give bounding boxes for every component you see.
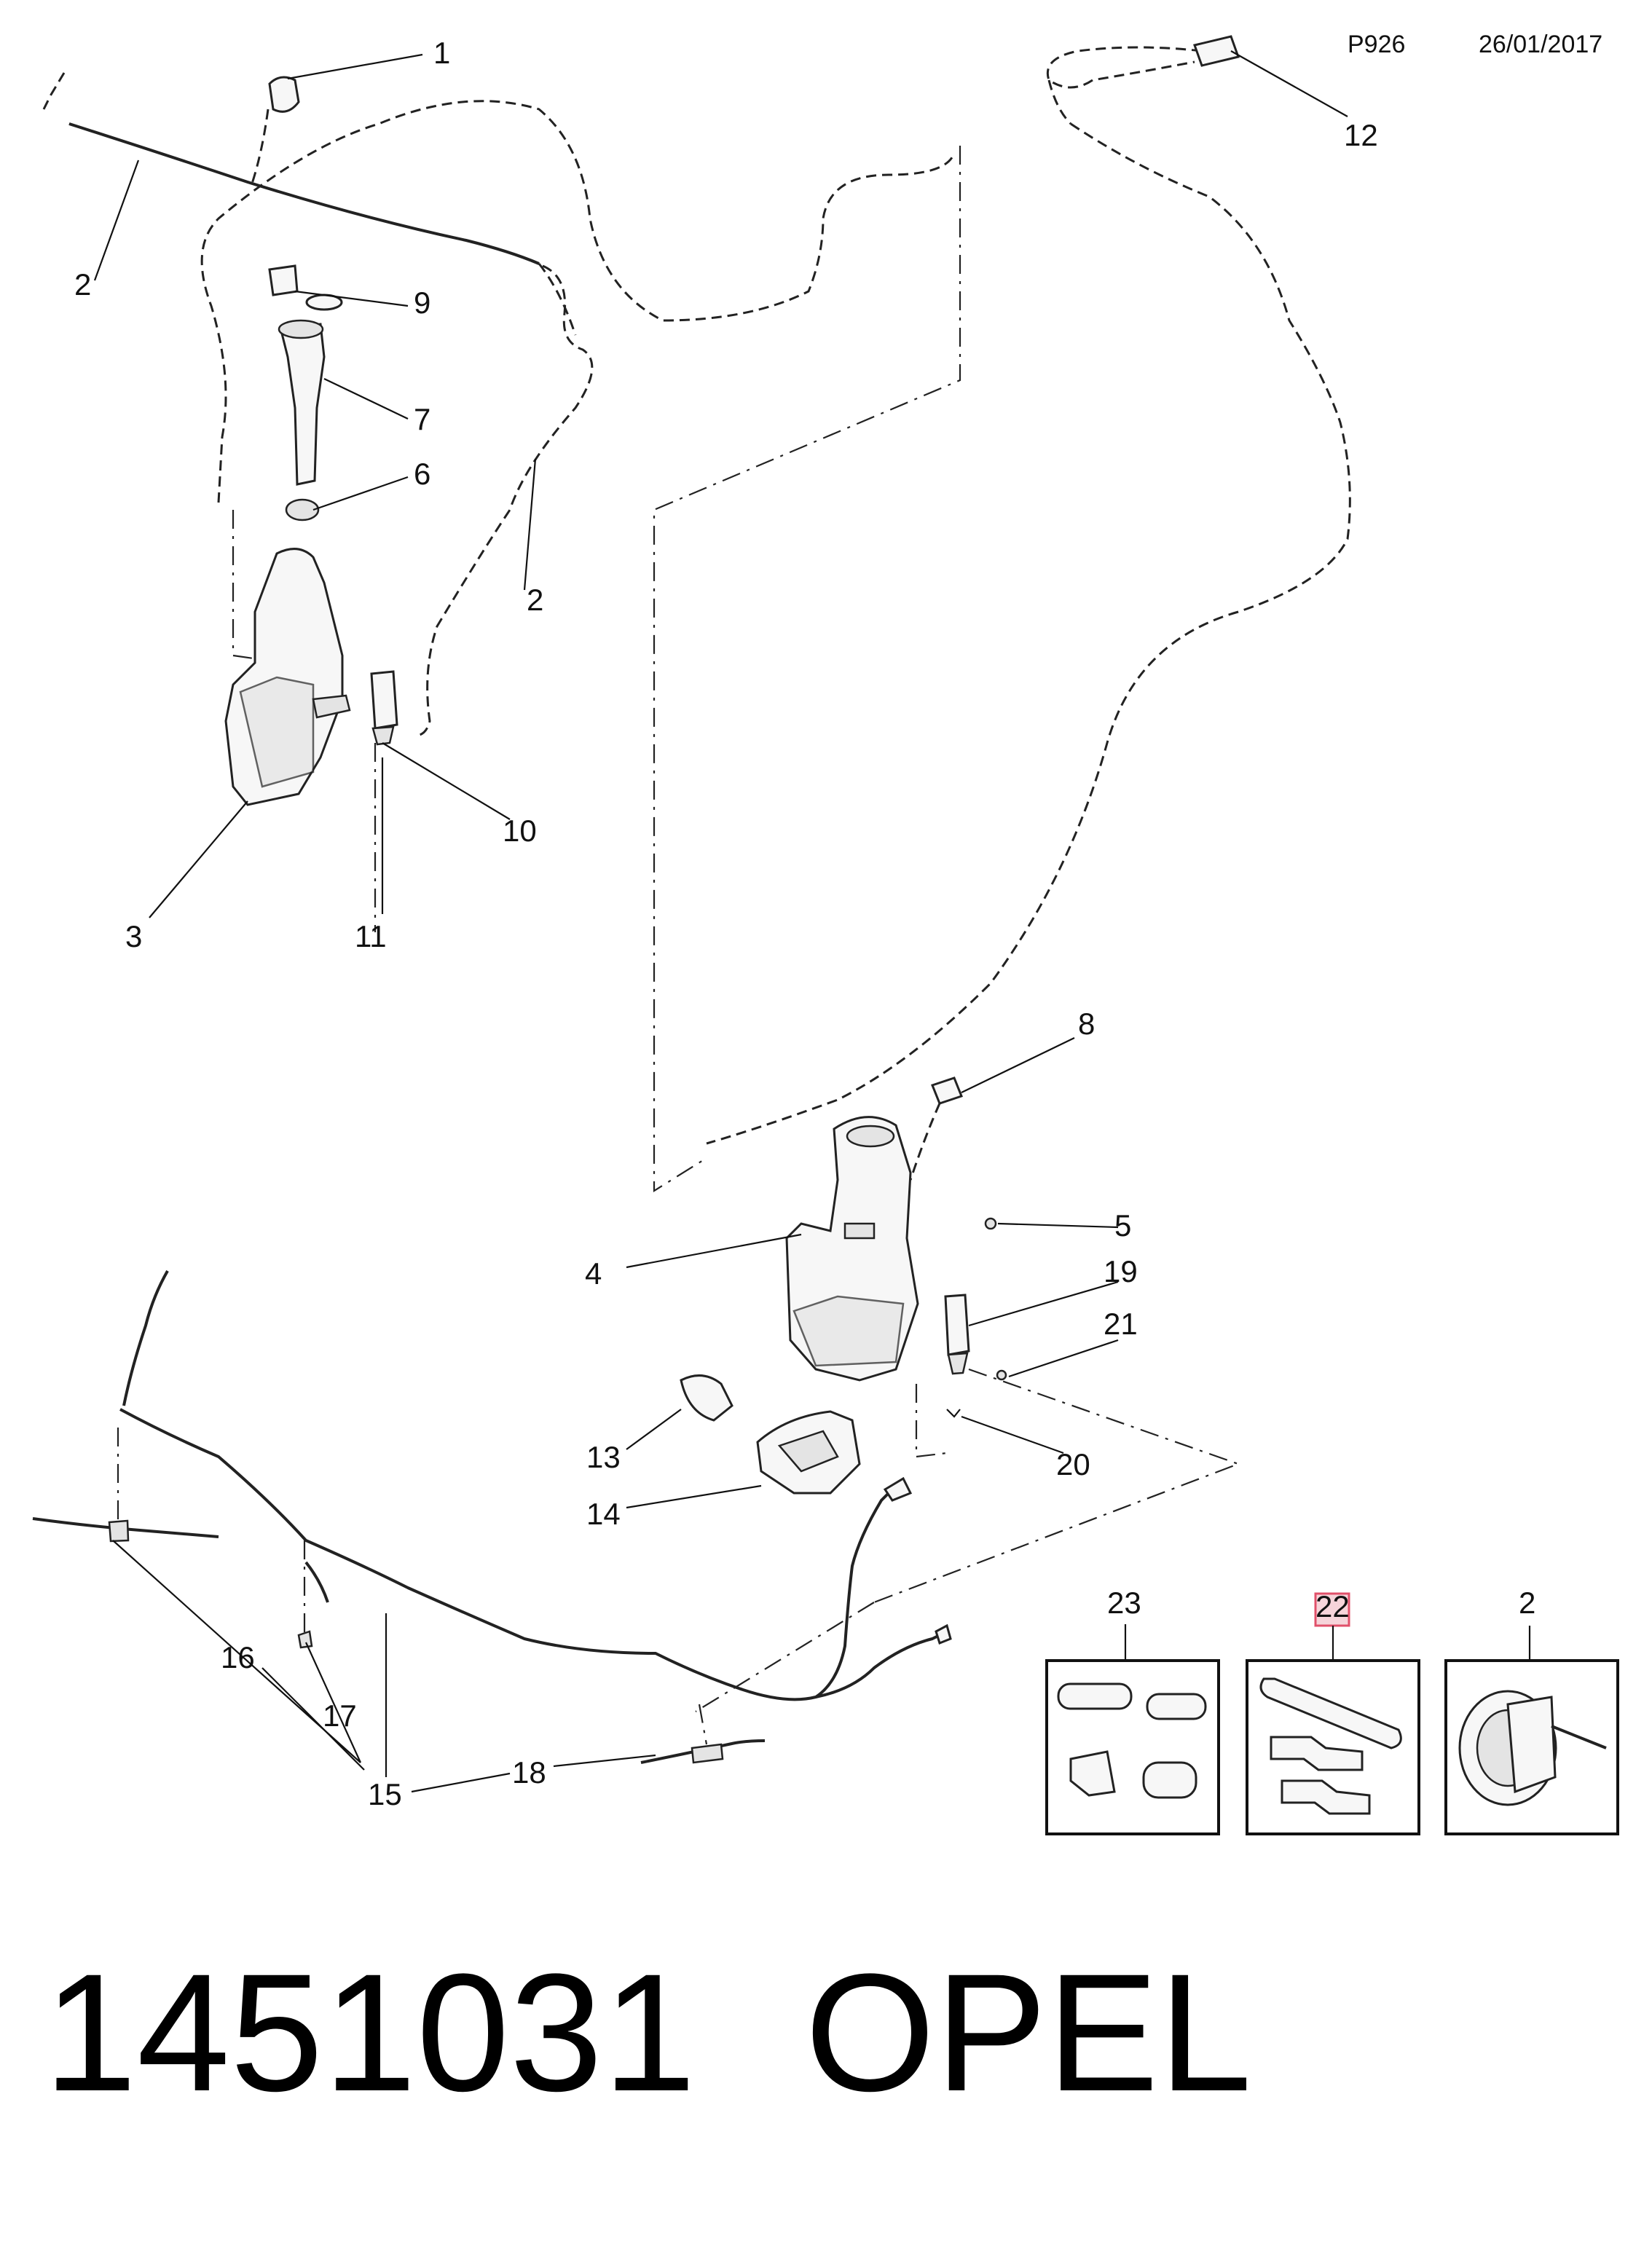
kit-2-hose-end — [1551, 1725, 1607, 1749]
kit-22-connector-a — [1270, 1736, 1364, 1771]
callout-12: 12 — [1344, 118, 1378, 152]
kit-22-highlight — [1314, 1592, 1350, 1627]
kit-22-connector-b — [1281, 1779, 1371, 1815]
callout-9: 9 — [414, 286, 430, 320]
footer-part-number: 1451031 — [44, 1939, 696, 2126]
callout-7: 7 — [414, 402, 430, 436]
callout-3: 3 — [125, 919, 142, 953]
callout-6: 6 — [414, 457, 430, 491]
callout-14: 14 — [586, 1497, 621, 1531]
part-21-clip — [996, 1369, 1007, 1381]
kit-label-2: 2 — [1519, 1586, 1535, 1620]
upper-hoses — [42, 46, 1351, 1145]
part-20-seal — [946, 1409, 961, 1418]
kit-23-hose-piece — [1057, 1682, 1207, 1720]
part-1-washer-nozzle — [268, 76, 300, 113]
footer-brand: OPEL — [805, 1939, 1252, 2126]
callout-1: 1 — [433, 36, 450, 70]
kit-label-23: 23 — [1107, 1586, 1141, 1620]
kit-23-connector-elbow — [1069, 1750, 1116, 1797]
diagram-code: P926 — [1348, 31, 1405, 58]
kit-2-grommet — [1458, 1690, 1557, 1806]
callout-18: 18 — [512, 1755, 546, 1790]
kit-22: 22 — [1246, 1589, 1420, 1835]
part-6-grommet — [285, 498, 320, 521]
kit-2: 2 — [1444, 1586, 1619, 1835]
connection-outline — [117, 146, 1241, 1712]
callout-5: 5 — [1114, 1208, 1131, 1243]
part-5-seal — [984, 1217, 997, 1230]
callout-20: 20 — [1056, 1447, 1090, 1481]
callout-labels: 1 2 9 7 6 2 3 10 11 12 8 4 5 19 21 20 13… — [74, 36, 1378, 1811]
part-9-filler-cap — [268, 264, 343, 311]
part-19-washer-pump — [944, 1294, 970, 1375]
part-4-washer-reservoir — [785, 1116, 919, 1382]
callout-21: 21 — [1104, 1307, 1138, 1341]
part-7-filler-neck — [278, 319, 326, 486]
part-13-nozzle-cap — [680, 1374, 733, 1422]
part-8-connector — [909, 1076, 963, 1181]
callout-19: 19 — [1104, 1254, 1138, 1288]
kit-label-22: 22 — [1315, 1589, 1350, 1623]
callout-13: 13 — [586, 1440, 621, 1474]
part-12-connector — [1193, 35, 1240, 67]
part-3-washer-reservoir — [224, 548, 351, 806]
callout-2-lower: 2 — [527, 583, 543, 617]
diagram-date: 26/01/2017 — [1479, 31, 1602, 58]
kit-22-hose — [1259, 1677, 1402, 1749]
callout-15: 15 — [368, 1777, 402, 1811]
callout-2-upper: 2 — [74, 267, 91, 302]
callout-leaders — [93, 50, 1348, 1793]
lower-hoses — [32, 1270, 952, 1764]
callout-16: 16 — [221, 1640, 255, 1674]
part-10-washer-pump — [370, 670, 398, 746]
part-14-headlamp-washer-nozzle — [756, 1410, 861, 1495]
kit-23: 23 — [1045, 1586, 1220, 1835]
callout-8: 8 — [1078, 1007, 1095, 1041]
callout-17: 17 — [323, 1698, 357, 1733]
callout-10: 10 — [503, 814, 537, 848]
callout-4: 4 — [585, 1256, 602, 1291]
kit-23-connector-straight — [1142, 1761, 1197, 1799]
callout-11: 11 — [355, 919, 387, 953]
